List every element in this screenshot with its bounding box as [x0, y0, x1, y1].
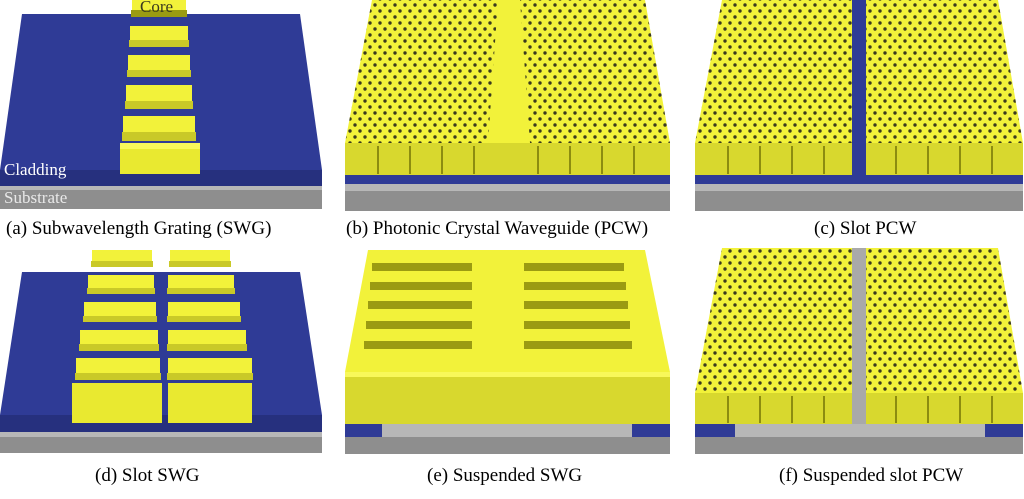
swg-core-segments — [120, 0, 200, 174]
air-gap — [735, 424, 985, 437]
panel-d-slot-swg — [0, 250, 322, 453]
air-gap — [382, 424, 632, 437]
photonic-crystal-slab — [345, 0, 670, 175]
substrate-layer — [0, 185, 322, 209]
suspended-grating-slab — [345, 250, 670, 424]
core-label: Core — [140, 0, 174, 16]
substrate-layer — [0, 436, 322, 453]
left-grating-rail — [72, 250, 162, 423]
substrate-layer — [695, 437, 1023, 454]
right-grating-rail — [167, 250, 253, 423]
substrate-layer — [695, 190, 1023, 211]
caption-f: (f) Suspended slot PCW — [779, 465, 964, 486]
cladding-layer — [345, 174, 670, 184]
air-slot — [852, 248, 866, 424]
panel-a-swg — [0, 0, 322, 209]
caption-a: (a) Subwavelength Grating (SWG) — [6, 218, 272, 239]
panel-b-pcw — [345, 0, 670, 211]
substrate-layer — [345, 437, 670, 454]
substrate-layer — [345, 190, 670, 211]
caption-e: (e) Suspended SWG — [427, 465, 583, 486]
panel-e-suspended-swg — [345, 250, 670, 454]
slot-pcw-slab — [695, 0, 1023, 184]
caption-b: (b) Photonic Crystal Waveguide (PCW) — [346, 218, 649, 239]
panel-f-suspended-slot-pcw — [695, 248, 1023, 454]
air-slot — [852, 0, 866, 184]
panel-c-slot-pcw — [695, 0, 1023, 211]
suspended-slot-slab — [695, 248, 1023, 424]
caption-c: (c) Slot PCW — [814, 218, 917, 239]
caption-d: (d) Slot SWG — [95, 465, 200, 486]
cladding-label: Cladding — [4, 160, 67, 179]
substrate-label: Substrate — [4, 188, 68, 207]
